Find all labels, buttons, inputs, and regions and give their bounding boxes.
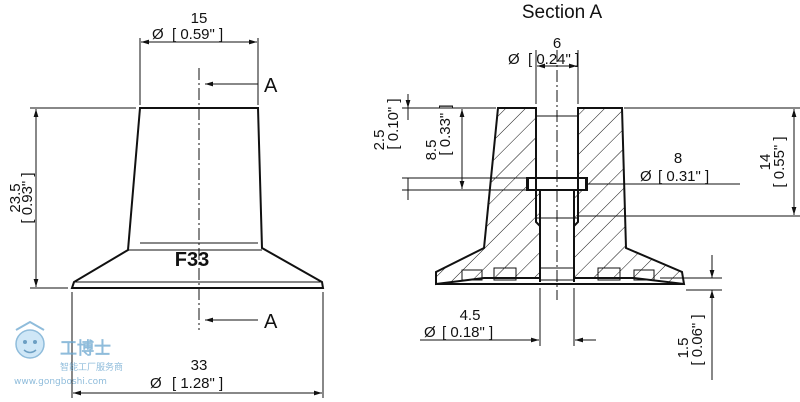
dim-bore-diameter: 6 Ø [ 0.24" ] <box>508 35 579 104</box>
dim-inch: [ 0.06" ] <box>689 314 706 365</box>
dim-value: 33 <box>191 357 208 374</box>
section-view: Section A 6 Ø [ 0.24" ] <box>371 2 800 380</box>
dim-inch: [ 0.18" ] <box>442 324 493 341</box>
dim-value: 8.5 <box>423 140 440 161</box>
section-label-top: A <box>264 75 278 97</box>
dim-inch: [ 0.59" ] <box>172 26 223 43</box>
dim-value: 2.5 <box>371 130 388 151</box>
dim-inch: [ 0.10" ] <box>385 98 402 149</box>
dim-inch: [ 0.93" ] <box>19 172 36 223</box>
dim-lip-height: 1.5 [ 0.06" ] <box>660 255 722 380</box>
suction-cup-outline <box>70 107 325 289</box>
dim-depth-2-5: 2.5 [ 0.10" ] <box>371 94 528 179</box>
dim-top-diameter: 15 Ø [ 0.59" ] <box>139 10 259 105</box>
diameter-symbol: Ø <box>640 168 652 185</box>
bore <box>535 108 579 282</box>
dim-value: 4.5 <box>460 307 481 324</box>
dim-lower-bore: 4.5 Ø [ 0.18" ] <box>420 288 596 346</box>
watermark-url: www.gongboshi.com <box>14 377 107 387</box>
section-title: Section A <box>522 2 603 23</box>
dim-value: 23.5 <box>7 183 24 212</box>
dim-value: 6 <box>553 35 561 52</box>
dim-value: 1.5 <box>675 338 692 359</box>
diameter-symbol: Ø <box>424 324 436 341</box>
dim-height: 23.5 [ 0.93" ] <box>7 107 136 289</box>
section-label-bottom: A <box>264 311 278 333</box>
dim-value: 14 <box>757 154 774 171</box>
diameter-symbol: Ø <box>152 26 164 43</box>
watermark: 工博士 智能工厂服务商 www.gongboshi.com <box>14 320 123 387</box>
left-view: F33 A A 15 Ø [ 0.59" ] 23.5 [ 0.93" ] <box>7 10 325 398</box>
part-marking: F33 <box>175 249 209 271</box>
dim-groove-diameter: 8 Ø [ 0.31" ] <box>587 150 740 185</box>
dim-inch: [ 0.33" ] <box>437 104 454 155</box>
dim-depth-8-5: 8.5 [ 0.33" ] <box>402 104 528 200</box>
dim-height-14: 14 [ 0.55" ] <box>578 107 800 217</box>
diameter-symbol: Ø <box>150 375 162 392</box>
dim-inch: [ 0.24" ] <box>528 51 579 68</box>
dim-inch: [ 1.28" ] <box>172 375 223 392</box>
dim-value: 15 <box>191 10 208 27</box>
dim-inch: [ 0.31" ] <box>658 168 709 185</box>
section-hatched-body <box>435 107 686 286</box>
dim-inch: [ 0.55" ] <box>771 136 788 187</box>
dim-base-diameter: 33 Ø [ 1.28" ] <box>71 292 324 398</box>
watermark-subtitle: 智能工厂服务商 <box>60 361 123 373</box>
watermark-brand: 工博士 <box>60 338 111 359</box>
mascot-logo <box>15 320 45 359</box>
diameter-symbol: Ø <box>508 51 520 68</box>
dim-value: 8 <box>674 150 682 167</box>
